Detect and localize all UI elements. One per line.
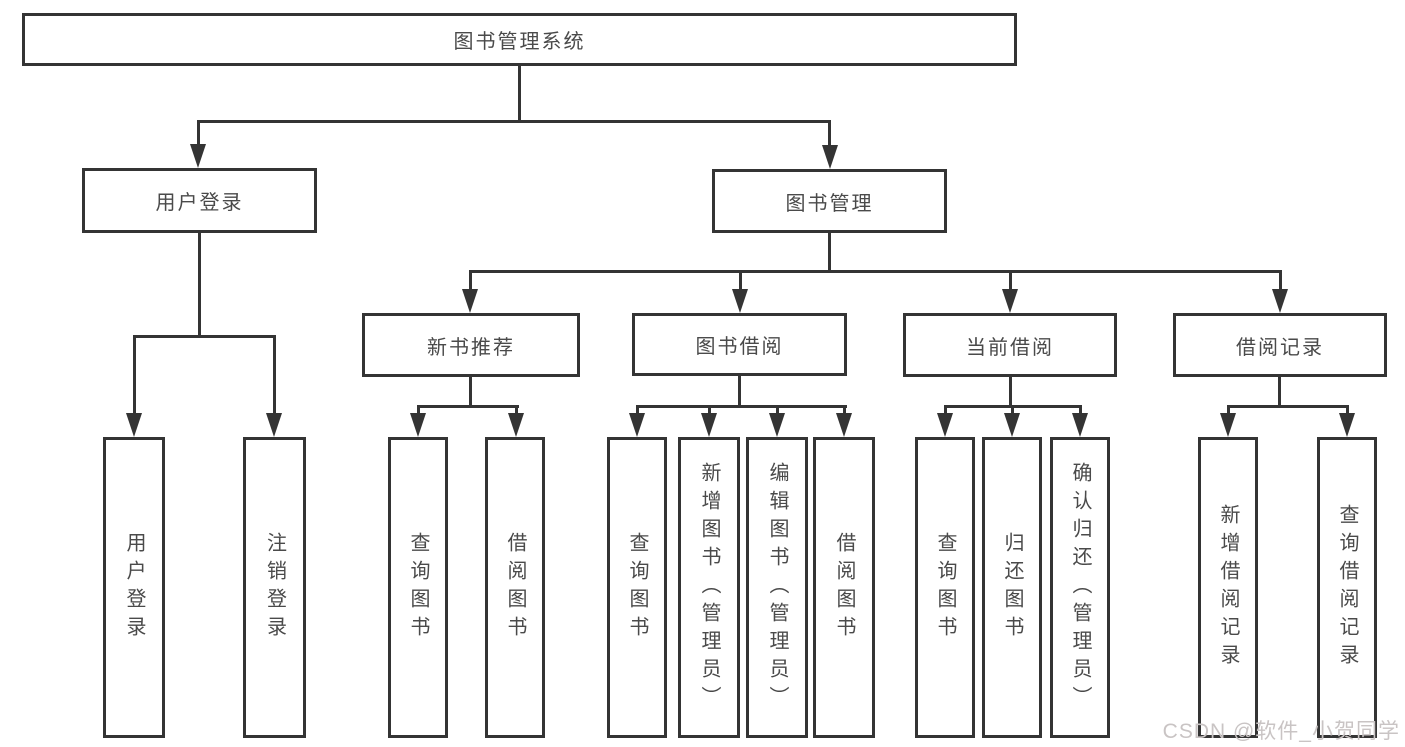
- arrow-down-icon: [732, 289, 748, 313]
- connector-line: [1227, 405, 1230, 419]
- node-label: 查询图书: [407, 531, 429, 644]
- connector-line: [515, 405, 518, 419]
- node-label: 确认归还（管理员）: [1069, 461, 1091, 714]
- branch-user-login: 用户登录: [82, 168, 317, 233]
- arrow-down-icon: [410, 413, 426, 437]
- connector-line: [133, 335, 276, 338]
- arrow-down-icon: [1272, 289, 1288, 313]
- arrow-down-icon: [937, 413, 953, 437]
- connector-line: [469, 270, 1282, 273]
- node-label: 用户登录: [155, 192, 244, 214]
- arrow-down-icon: [1004, 413, 1020, 437]
- arrow-down-icon: [190, 144, 206, 168]
- node-label: 新增借阅记录: [1217, 503, 1239, 672]
- connector-line: [273, 335, 276, 417]
- connector-line: [133, 335, 136, 417]
- connector-line: [828, 120, 831, 148]
- connector-line: [636, 405, 847, 408]
- arrow-down-icon: [266, 413, 282, 437]
- node-label: 图书管理系统: [453, 31, 586, 53]
- connector-line: [198, 233, 201, 338]
- branch-book-management: 图书管理: [712, 169, 947, 233]
- watermark: CSDN @软件_小贺同学: [1162, 720, 1400, 743]
- arrow-down-icon: [822, 145, 838, 169]
- connector-line: [469, 270, 472, 294]
- leaf-confirm-return-admin: 确认归还（管理员）: [1050, 437, 1110, 738]
- connector-line: [197, 120, 200, 148]
- leaf-query-books-current: 查询图书: [915, 437, 975, 738]
- connector-line: [197, 120, 831, 123]
- node-label: 图书借阅: [695, 336, 784, 358]
- connector-line: [1227, 405, 1349, 408]
- node-label: 借阅图书: [504, 531, 526, 644]
- arrow-down-icon: [508, 413, 524, 437]
- branch-current-borrowing: 当前借阅: [903, 313, 1117, 377]
- connector-line: [739, 270, 742, 294]
- node-label: 图书管理: [785, 192, 874, 215]
- arrow-down-icon: [629, 413, 645, 437]
- connector-line: [1279, 270, 1282, 294]
- arrow-down-icon: [1220, 413, 1236, 437]
- leaf-logout: 注销登录: [243, 437, 306, 738]
- connector-line: [417, 405, 420, 419]
- leaf-add-books-admin: 新增图书（管理员）: [678, 437, 740, 738]
- node-library-management-system: 图书管理系统: [22, 13, 1017, 66]
- leaf-query-borrow-record: 查询借阅记录: [1317, 437, 1377, 738]
- leaf-query-books-recommendation: 查询图书: [388, 437, 448, 738]
- connector-line: [1278, 377, 1281, 408]
- connector-line: [1011, 405, 1014, 419]
- node-label: 归还图书: [1001, 531, 1023, 644]
- connector-line: [1009, 377, 1012, 408]
- leaf-borrow-books-recommendation: 借阅图书: [485, 437, 545, 738]
- connector-line: [1079, 405, 1082, 419]
- leaf-query-books-borrowing: 查询图书: [607, 437, 667, 738]
- arrow-down-icon: [836, 413, 852, 437]
- connector-line: [843, 405, 846, 419]
- connector-line: [417, 405, 519, 408]
- connector-line: [518, 66, 521, 123]
- leaf-add-borrow-record: 新增借阅记录: [1198, 437, 1258, 738]
- node-label: 注销登录: [263, 531, 286, 644]
- branch-book-borrowing: 图书借阅: [632, 313, 847, 376]
- arrow-down-icon: [1072, 413, 1088, 437]
- leaf-borrow-books: 借阅图书: [813, 437, 875, 738]
- connector-line: [776, 405, 779, 419]
- branch-new-book-recommendation: 新书推荐: [362, 313, 580, 377]
- node-label: 查询图书: [626, 531, 648, 644]
- branch-borrowing-records: 借阅记录: [1173, 313, 1387, 377]
- arrow-down-icon: [462, 289, 478, 313]
- arrow-down-icon: [1002, 289, 1018, 313]
- connector-line: [636, 405, 639, 419]
- node-label: 编辑图书（管理员）: [766, 461, 788, 714]
- arrow-down-icon: [701, 413, 717, 437]
- node-label: 借阅记录: [1236, 336, 1324, 359]
- arrow-down-icon: [126, 413, 142, 437]
- node-label: 查询图书: [934, 531, 956, 644]
- node-label: 新增图书（管理员）: [698, 461, 720, 714]
- connector-line: [828, 233, 831, 273]
- node-label: 新书推荐: [427, 336, 515, 359]
- node-label: 借阅图书: [833, 531, 855, 644]
- arrow-down-icon: [1339, 413, 1355, 437]
- leaf-user-login: 用户登录: [103, 437, 165, 738]
- leaf-return-books: 归还图书: [982, 437, 1042, 738]
- connector-line: [1346, 405, 1349, 419]
- leaf-edit-books-admin: 编辑图书（管理员）: [746, 437, 808, 738]
- connector-line: [944, 405, 947, 419]
- node-label: 用户登录: [123, 531, 145, 644]
- connector-line: [738, 376, 741, 408]
- arrow-down-icon: [769, 413, 785, 437]
- node-label: 查询借阅记录: [1336, 503, 1358, 672]
- connector-line: [1009, 270, 1012, 294]
- connector-line: [708, 405, 711, 419]
- node-label: 当前借阅: [966, 336, 1054, 359]
- connector-line: [469, 377, 472, 408]
